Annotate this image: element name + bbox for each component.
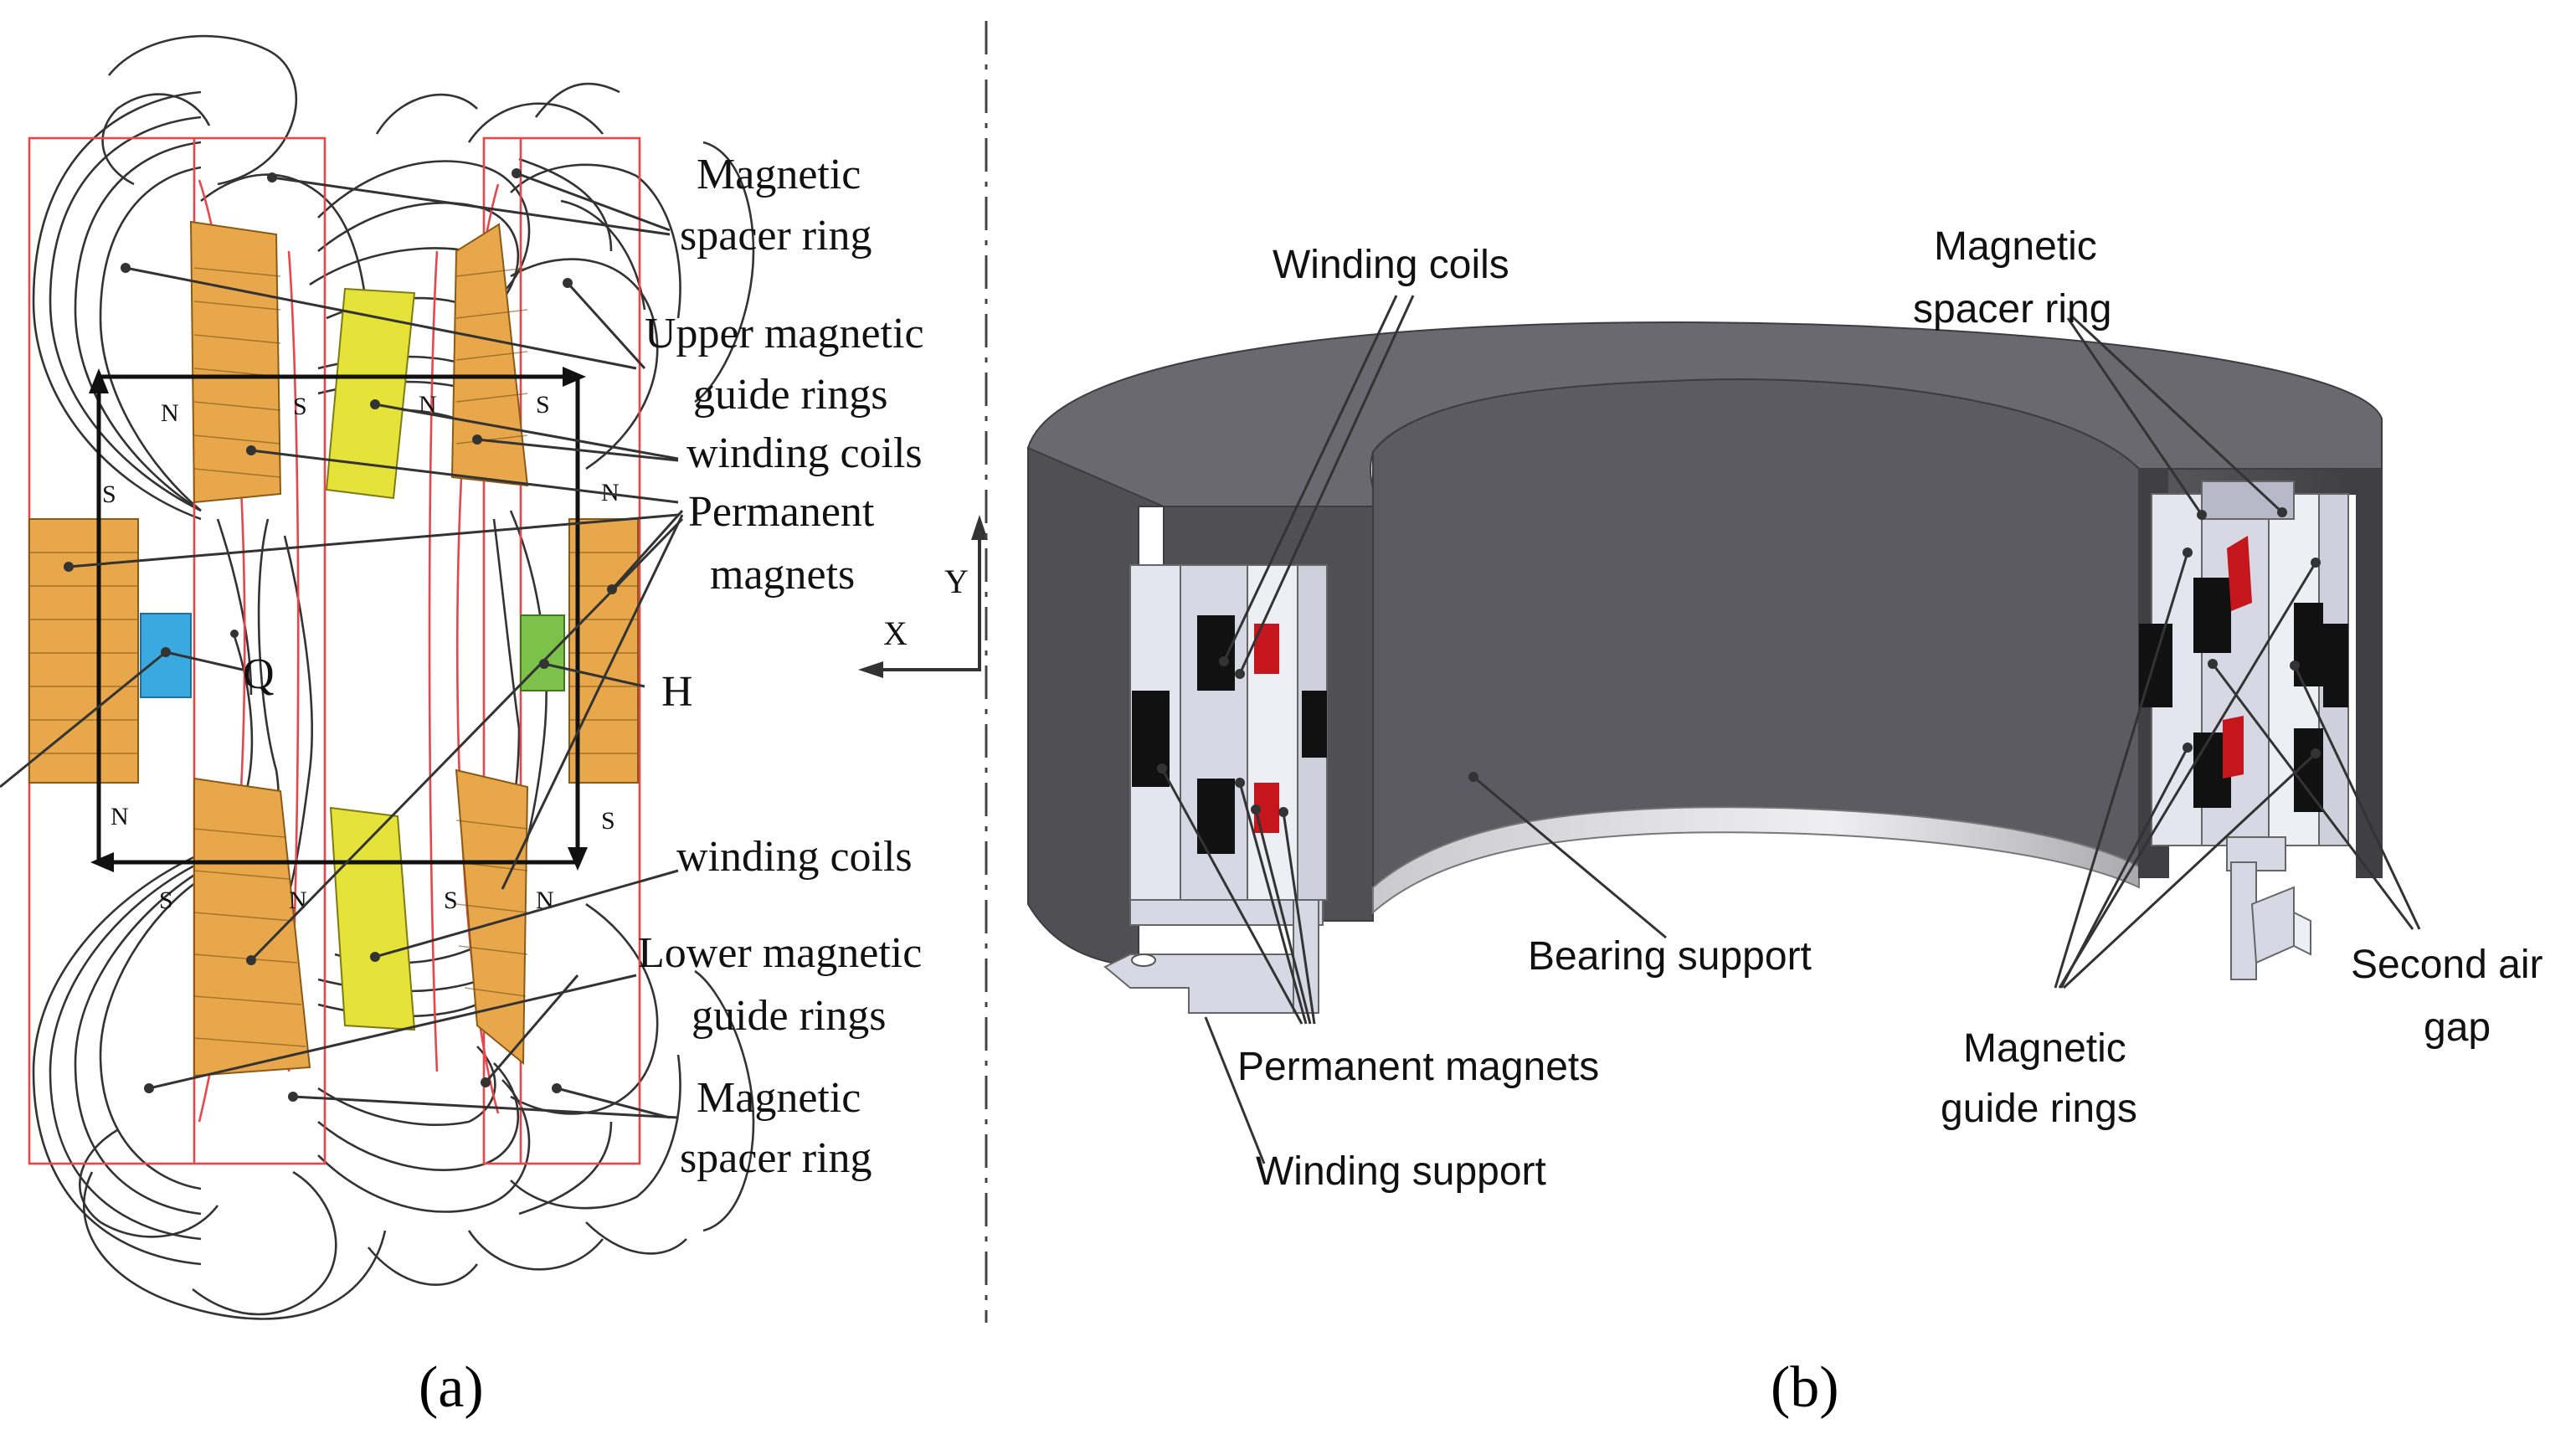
caption-b: (b) (1771, 1355, 1839, 1420)
leader-lines-b (1160, 295, 2421, 1164)
label-second-air-gap-line1: Second air (2351, 943, 2543, 987)
label-upper-guide-rings-line2: guide rings (693, 371, 888, 419)
bearing-support-floor (1372, 806, 2140, 915)
pole-n-upper-mid-right: N (419, 391, 437, 419)
axis-label-x: X (883, 614, 908, 652)
labels-a: Magnetic spacer ring Upper magnetic guid… (243, 151, 924, 1182)
pole-s-upper-mid-left: S (293, 393, 307, 420)
label-bearing-support: Bearing support (1528, 934, 1812, 979)
label-upper-guide-rings-line1: Upper magnetic (645, 310, 924, 357)
label-magnetic-spacer-ring-b-line2: spacer ring (1913, 287, 2111, 332)
flux-arrows (89, 367, 588, 872)
panel-b: Winding coils Magnetic spacer ring Beari… (1027, 224, 2543, 1420)
left-section (1103, 564, 1328, 1014)
label-point-q: Q (243, 650, 275, 698)
pole-s-upper-left-side: S (102, 481, 116, 508)
pole-n-upper-left: N (161, 399, 179, 427)
pole-n-upper-right-side: N (601, 479, 620, 506)
lower-coil (329, 806, 416, 1031)
lower-left-magnet (193, 777, 311, 1077)
label-winding-coils-b: Winding coils (1273, 243, 1509, 287)
label-second-air-gap-line2: gap (2424, 1005, 2491, 1050)
label-permanent-magnets-line1: Permanent (688, 488, 875, 536)
label-winding-coils-bottom: winding coils (676, 833, 913, 881)
axis-indicator: Y X (858, 515, 988, 678)
label-magnetic-spacer-ring-bottom-line1: Magnetic (697, 1074, 861, 1122)
label-magnetic-spacer-ring-b-line1: Magnetic (1934, 224, 2097, 269)
right-section (2139, 481, 2349, 980)
upper-right-magnet (450, 223, 529, 487)
lower-magnets (193, 768, 529, 1077)
winding-coils-a (325, 287, 416, 1031)
housing-right-outer-face (2357, 469, 2382, 877)
label-magnetic-guide-rings-b-line2: guide rings (1941, 1087, 2137, 1131)
label-winding-support: Winding support (1256, 1149, 1546, 1194)
label-lower-guide-rings-line1: Lower magnetic (638, 929, 922, 977)
caption-a: (a) (419, 1355, 484, 1420)
label-magnetic-spacer-ring-top-line2: spacer ring (680, 212, 872, 260)
pole-s-lower-right-side: S (601, 807, 615, 835)
axis-label-y: Y (944, 563, 969, 600)
label-permanent-magnets-b: Permanent magnets (1237, 1045, 1599, 1089)
labels-b: Winding coils Magnetic spacer ring Beari… (1237, 224, 2543, 1194)
label-winding-coils-top: winding coils (686, 429, 923, 477)
label-magnetic-guide-rings-b-line1: Magnetic (1963, 1026, 2126, 1071)
lower-right-magnet (455, 768, 529, 1066)
label-magnetic-spacer-ring-top-line1: Magnetic (697, 151, 861, 198)
pole-s-upper-right: S (536, 391, 550, 419)
magnet-striations (29, 267, 638, 1047)
pole-s-lower-left: S (159, 887, 173, 914)
panel-a: N S S N S N N S N S N S (0, 34, 988, 1420)
pole-n-lower-left-side: N (111, 803, 129, 830)
upper-magnets (28, 220, 639, 784)
upper-left-magnet (189, 220, 282, 504)
label-lower-guide-rings-line2: guide rings (692, 992, 887, 1040)
pole-n-lower-mid-left: N (289, 887, 307, 914)
label-permanent-magnets-line2: magnets (710, 551, 855, 599)
label-point-h: H (661, 668, 693, 716)
left-side-magnet (28, 518, 139, 784)
leader-lines-a (0, 172, 684, 1119)
upper-coil (325, 287, 416, 500)
label-magnetic-spacer-ring-bottom-line2: spacer ring (680, 1134, 872, 1182)
pole-s-lower-mid-right: S (444, 887, 458, 914)
